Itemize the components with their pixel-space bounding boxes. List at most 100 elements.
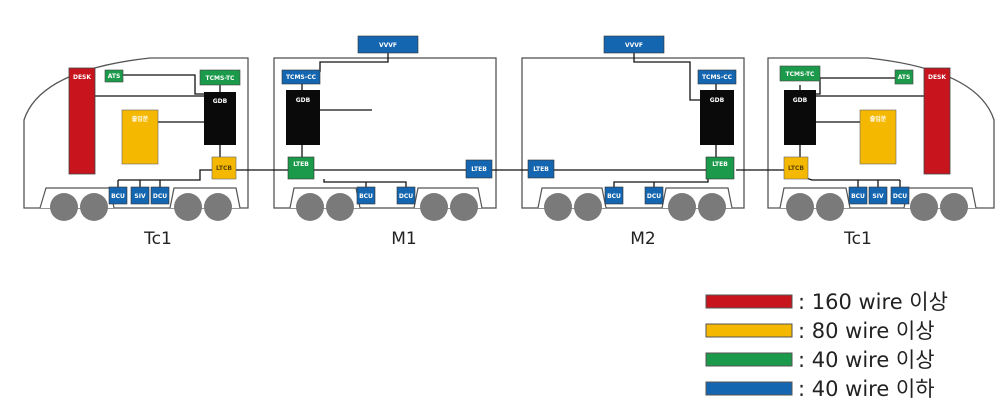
wiring-lines: [94, 53, 924, 187]
bcu-label: BCU: [851, 193, 865, 200]
car-tc1-right: TCMS-TC ATS DESK GDB 출입문 LTCB BCU SIV DC…: [779, 65, 951, 249]
wheel: [50, 193, 78, 221]
lteb-blue-label: LTEB: [533, 166, 549, 173]
wheel: [816, 193, 844, 221]
dcu-box: [644, 186, 664, 205]
legend-item: : 40 wire 이하: [705, 377, 935, 401]
siv-box: [130, 186, 150, 205]
car-label-m2: M2: [630, 229, 655, 249]
door-label: 출입문: [132, 115, 149, 123]
wheel: [450, 193, 478, 221]
lteb-green-label: LTEB: [712, 161, 728, 168]
door-label: 출입문: [870, 115, 887, 123]
tcms-cc-box: [697, 69, 737, 85]
ltcb-label: LTCB: [788, 165, 804, 172]
wheel: [174, 193, 202, 221]
ats-label: ATS: [898, 74, 911, 81]
legend-item: : 40 wire 이상: [705, 348, 935, 372]
gdb-box: [204, 92, 236, 145]
dcu-label: DCU: [893, 193, 907, 200]
wheel: [786, 193, 814, 221]
legend-label: : 160 wire 이상: [798, 290, 948, 314]
wheel: [910, 193, 938, 221]
tcms-cc-box: [281, 69, 321, 85]
lteb-blue-box: [527, 159, 555, 179]
dcu-label: DCU: [399, 193, 413, 200]
desk-label: DESK: [928, 74, 946, 81]
vvvf-label: VVVF: [625, 42, 643, 49]
bcu-box: [604, 186, 624, 205]
lteb-blue-box: [465, 159, 493, 179]
legend-item: : 80 wire 이상: [705, 319, 935, 343]
dcu-box: [890, 186, 910, 205]
gdb-label: GDB: [296, 97, 311, 104]
car-m2: VVVF TCMS-CC GDB LTEB LTEB BCU DCU M2: [527, 35, 737, 249]
ats-label: ATS: [108, 73, 121, 80]
car-label-tc1-left: Tc1: [143, 229, 172, 249]
ltcb-box: [783, 156, 809, 180]
ats-box: [104, 69, 124, 83]
tcms-cc-label: TCMS-CC: [286, 74, 317, 81]
wheel: [296, 193, 324, 221]
legend-label: : 40 wire 이상: [798, 348, 935, 372]
dcu-box: [396, 186, 416, 205]
tcms-tc-label: TCMS-TC: [786, 71, 815, 78]
tcms-tc-box: [779, 65, 821, 82]
legend-swatch-green: [705, 352, 793, 367]
wheel: [668, 193, 696, 221]
wheel: [940, 193, 968, 221]
door-box: [121, 109, 159, 165]
desk-label: DESK: [73, 74, 91, 81]
tcms-tc-label: TCMS-TC: [206, 75, 235, 82]
lteb-green-box: [705, 156, 735, 180]
bcu-label: BCU: [607, 193, 621, 200]
car-label-m1: M1: [391, 229, 416, 249]
gdb-box: [286, 90, 320, 145]
legend-swatch-blue: [705, 381, 793, 396]
ltcb-label: LTCB: [216, 165, 232, 172]
car-label-tc1-right: Tc1: [843, 229, 872, 249]
tcms-tc-box: [199, 69, 241, 86]
gdb-box: [784, 90, 816, 145]
dcu-box: [150, 186, 170, 205]
legend-label: : 40 wire 이하: [798, 377, 935, 401]
desk-box: [68, 67, 96, 175]
car-m1: VVVF TCMS-CC GDB LTEB LTEB BCU DCU M1: [281, 35, 493, 249]
vvvf-label: VVVF: [379, 42, 397, 49]
gdb-label: GDB: [793, 97, 808, 104]
siv-label: SIV: [872, 193, 884, 200]
desk-box: [923, 67, 951, 175]
siv-label: SIV: [134, 193, 146, 200]
bcu-label: BCU: [359, 193, 373, 200]
bcu-box: [108, 186, 128, 205]
wheel: [544, 193, 572, 221]
wheel: [420, 193, 448, 221]
wheel: [574, 193, 602, 221]
lteb-blue-label: LTEB: [471, 166, 487, 173]
lteb-green-box: [287, 156, 315, 180]
gdb-box: [700, 90, 734, 145]
legend-label: : 80 wire 이상: [798, 319, 935, 343]
legend: : 160 wire 이상 : 80 wire 이상 : 40 wire 이상 …: [705, 290, 948, 401]
tcms-cc-label: TCMS-CC: [702, 74, 733, 81]
bcu-box: [356, 186, 376, 205]
wheel: [80, 193, 108, 221]
gdb-label: GDB: [710, 97, 725, 104]
door-box: [859, 109, 897, 165]
ltcb-box: [211, 156, 237, 180]
dcu-label: DCU: [647, 193, 661, 200]
bcu-label: BCU: [111, 193, 125, 200]
lteb-green-label: LTEB: [293, 161, 309, 168]
wheel: [326, 193, 354, 221]
vvvf-box: [603, 35, 665, 54]
legend-item: : 160 wire 이상: [705, 290, 948, 314]
dcu-label: DCU: [153, 193, 167, 200]
legend-swatch-red: [705, 294, 793, 309]
vvvf-box: [357, 35, 419, 54]
wheel: [204, 193, 232, 221]
wheels: [50, 193, 968, 221]
wheel: [698, 193, 726, 221]
legend-swatch-yellow: [705, 323, 793, 338]
gdb-label: GDB: [213, 98, 228, 105]
